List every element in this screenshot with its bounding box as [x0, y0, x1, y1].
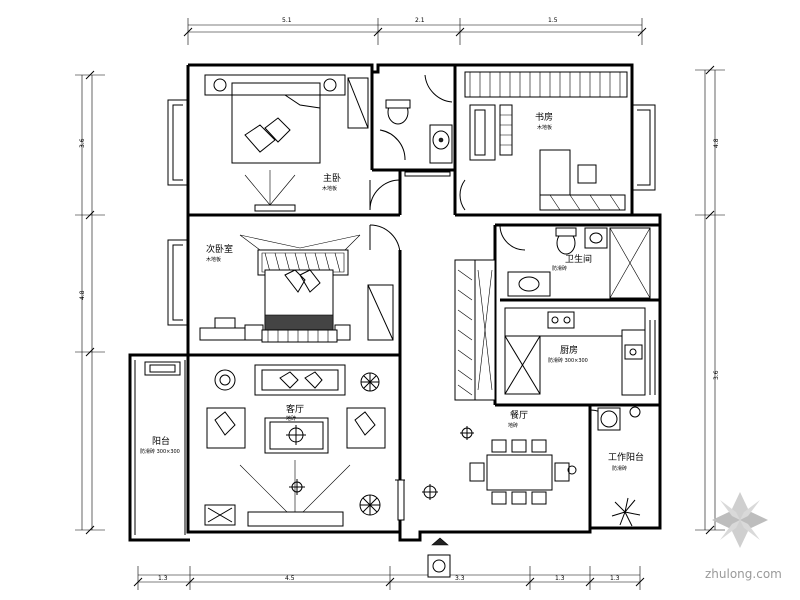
- room-sub-bedroom2: 木地板: [206, 256, 221, 263]
- dim-bottom-5: 1.3: [610, 575, 620, 582]
- room-label-service-balcony: 工作阳台: [608, 451, 644, 463]
- living-room: [204, 364, 386, 527]
- room-sub-dining-room: 地砖: [508, 422, 518, 429]
- master-bedroom: [204, 74, 369, 212]
- dim-top-3: 1.5: [548, 17, 558, 24]
- room-label-bathroom: 卫生间: [565, 253, 592, 265]
- dim-bottom-2: 4.5: [285, 575, 295, 582]
- bedroom2: [199, 234, 394, 343]
- dim-left-2: 4.8: [79, 290, 86, 300]
- dimension-lines: [75, 18, 725, 590]
- dim-right-2: 3.6: [713, 370, 720, 380]
- room-sub-balcony: 防滑砖 300×300: [140, 448, 180, 455]
- room-label-kitchen: 厨房: [560, 344, 578, 356]
- room-sub-living-room: 地砖: [286, 415, 296, 422]
- study: [464, 71, 628, 211]
- room-sub-bathroom: 防滑砖: [552, 265, 567, 272]
- room-sub-study: 木地板: [537, 124, 552, 131]
- dimension-labels: 5.1 2.1 1.5 1.3 4.5 3.3 1.3 1.3 3.6 4.8 …: [79, 17, 720, 582]
- dim-bottom-4: 1.3: [555, 575, 565, 582]
- plant-icon: [359, 494, 381, 516]
- zhulong-flower-logo: [712, 492, 768, 548]
- bay-windows: [130, 99, 656, 541]
- room-label-master-bedroom: 主卧: [323, 172, 341, 184]
- room-label-study: 书房: [535, 111, 553, 123]
- watermark-text: zhulong.com: [705, 567, 782, 581]
- corridor-cabinet: [454, 259, 496, 401]
- entrance-marker: [427, 537, 451, 578]
- plant-icon: [611, 497, 641, 527]
- room-label-balcony: 阳台: [152, 435, 170, 447]
- room-label-living-room: 客厅: [286, 403, 304, 415]
- kitchen: [504, 307, 646, 396]
- plant-icon: [360, 372, 380, 392]
- room-label-bedroom2: 次卧室: [206, 243, 233, 255]
- room-labels: 主卧 木地板 书房 木地板 次卧室 木地板 客厅 地砖 餐厅 地砖 卫生间 防滑…: [140, 111, 644, 472]
- walls: [128, 63, 662, 542]
- dim-left-1: 3.6: [79, 138, 86, 148]
- room-sub-master-bedroom: 木地板: [322, 185, 337, 192]
- room-label-dining-room: 餐厅: [510, 409, 528, 421]
- bathroom: [507, 227, 651, 299]
- wc-top: [385, 99, 453, 164]
- doors: [369, 74, 616, 521]
- room-sub-kitchen: 防滑砖 300×300: [548, 357, 588, 364]
- dining: [422, 426, 577, 505]
- room-sub-service-balcony: 防滑砖: [612, 465, 627, 472]
- balcony: [144, 361, 181, 376]
- dim-top-1: 5.1: [282, 17, 292, 24]
- dim-bottom-1: 1.3: [158, 575, 168, 582]
- dim-top-2: 2.1: [415, 17, 425, 24]
- dim-bottom-3: 3.3: [455, 575, 465, 582]
- watermark: zhulong.com: [705, 492, 782, 581]
- dim-right-1: 4.8: [713, 138, 720, 148]
- service-balcony: [597, 406, 641, 527]
